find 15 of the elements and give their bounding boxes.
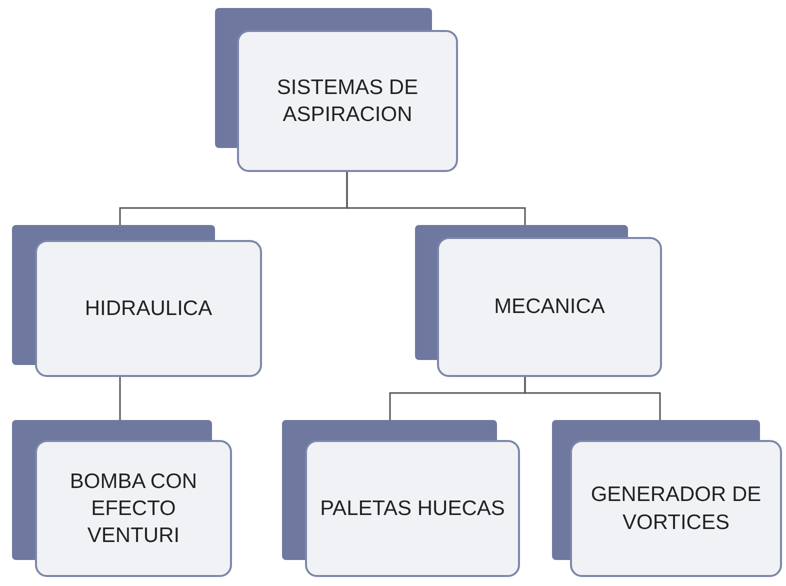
node-label: PALETAS HUECAS	[319, 496, 506, 522]
org-chart-card	[552, 420, 782, 577]
node-label: SISTEMAS DE ASPIRACION	[276, 74, 420, 128]
node-label: MECANICA	[493, 294, 606, 320]
org-chart-card	[12, 420, 232, 577]
connector-line	[524, 377, 661, 420]
connector-line	[346, 172, 526, 225]
org-chart-card	[282, 420, 520, 577]
node-label: BOMBA CON EFECTO VENTURI	[68, 468, 198, 550]
org-chart-card	[12, 225, 262, 377]
org-chart-card	[215, 8, 458, 172]
node-label: GENERADOR DE VORTICES	[590, 482, 762, 536]
node-label: HIDRAULICA	[84, 296, 214, 322]
org-chart-card	[415, 225, 662, 377]
connector-line	[119, 377, 121, 420]
